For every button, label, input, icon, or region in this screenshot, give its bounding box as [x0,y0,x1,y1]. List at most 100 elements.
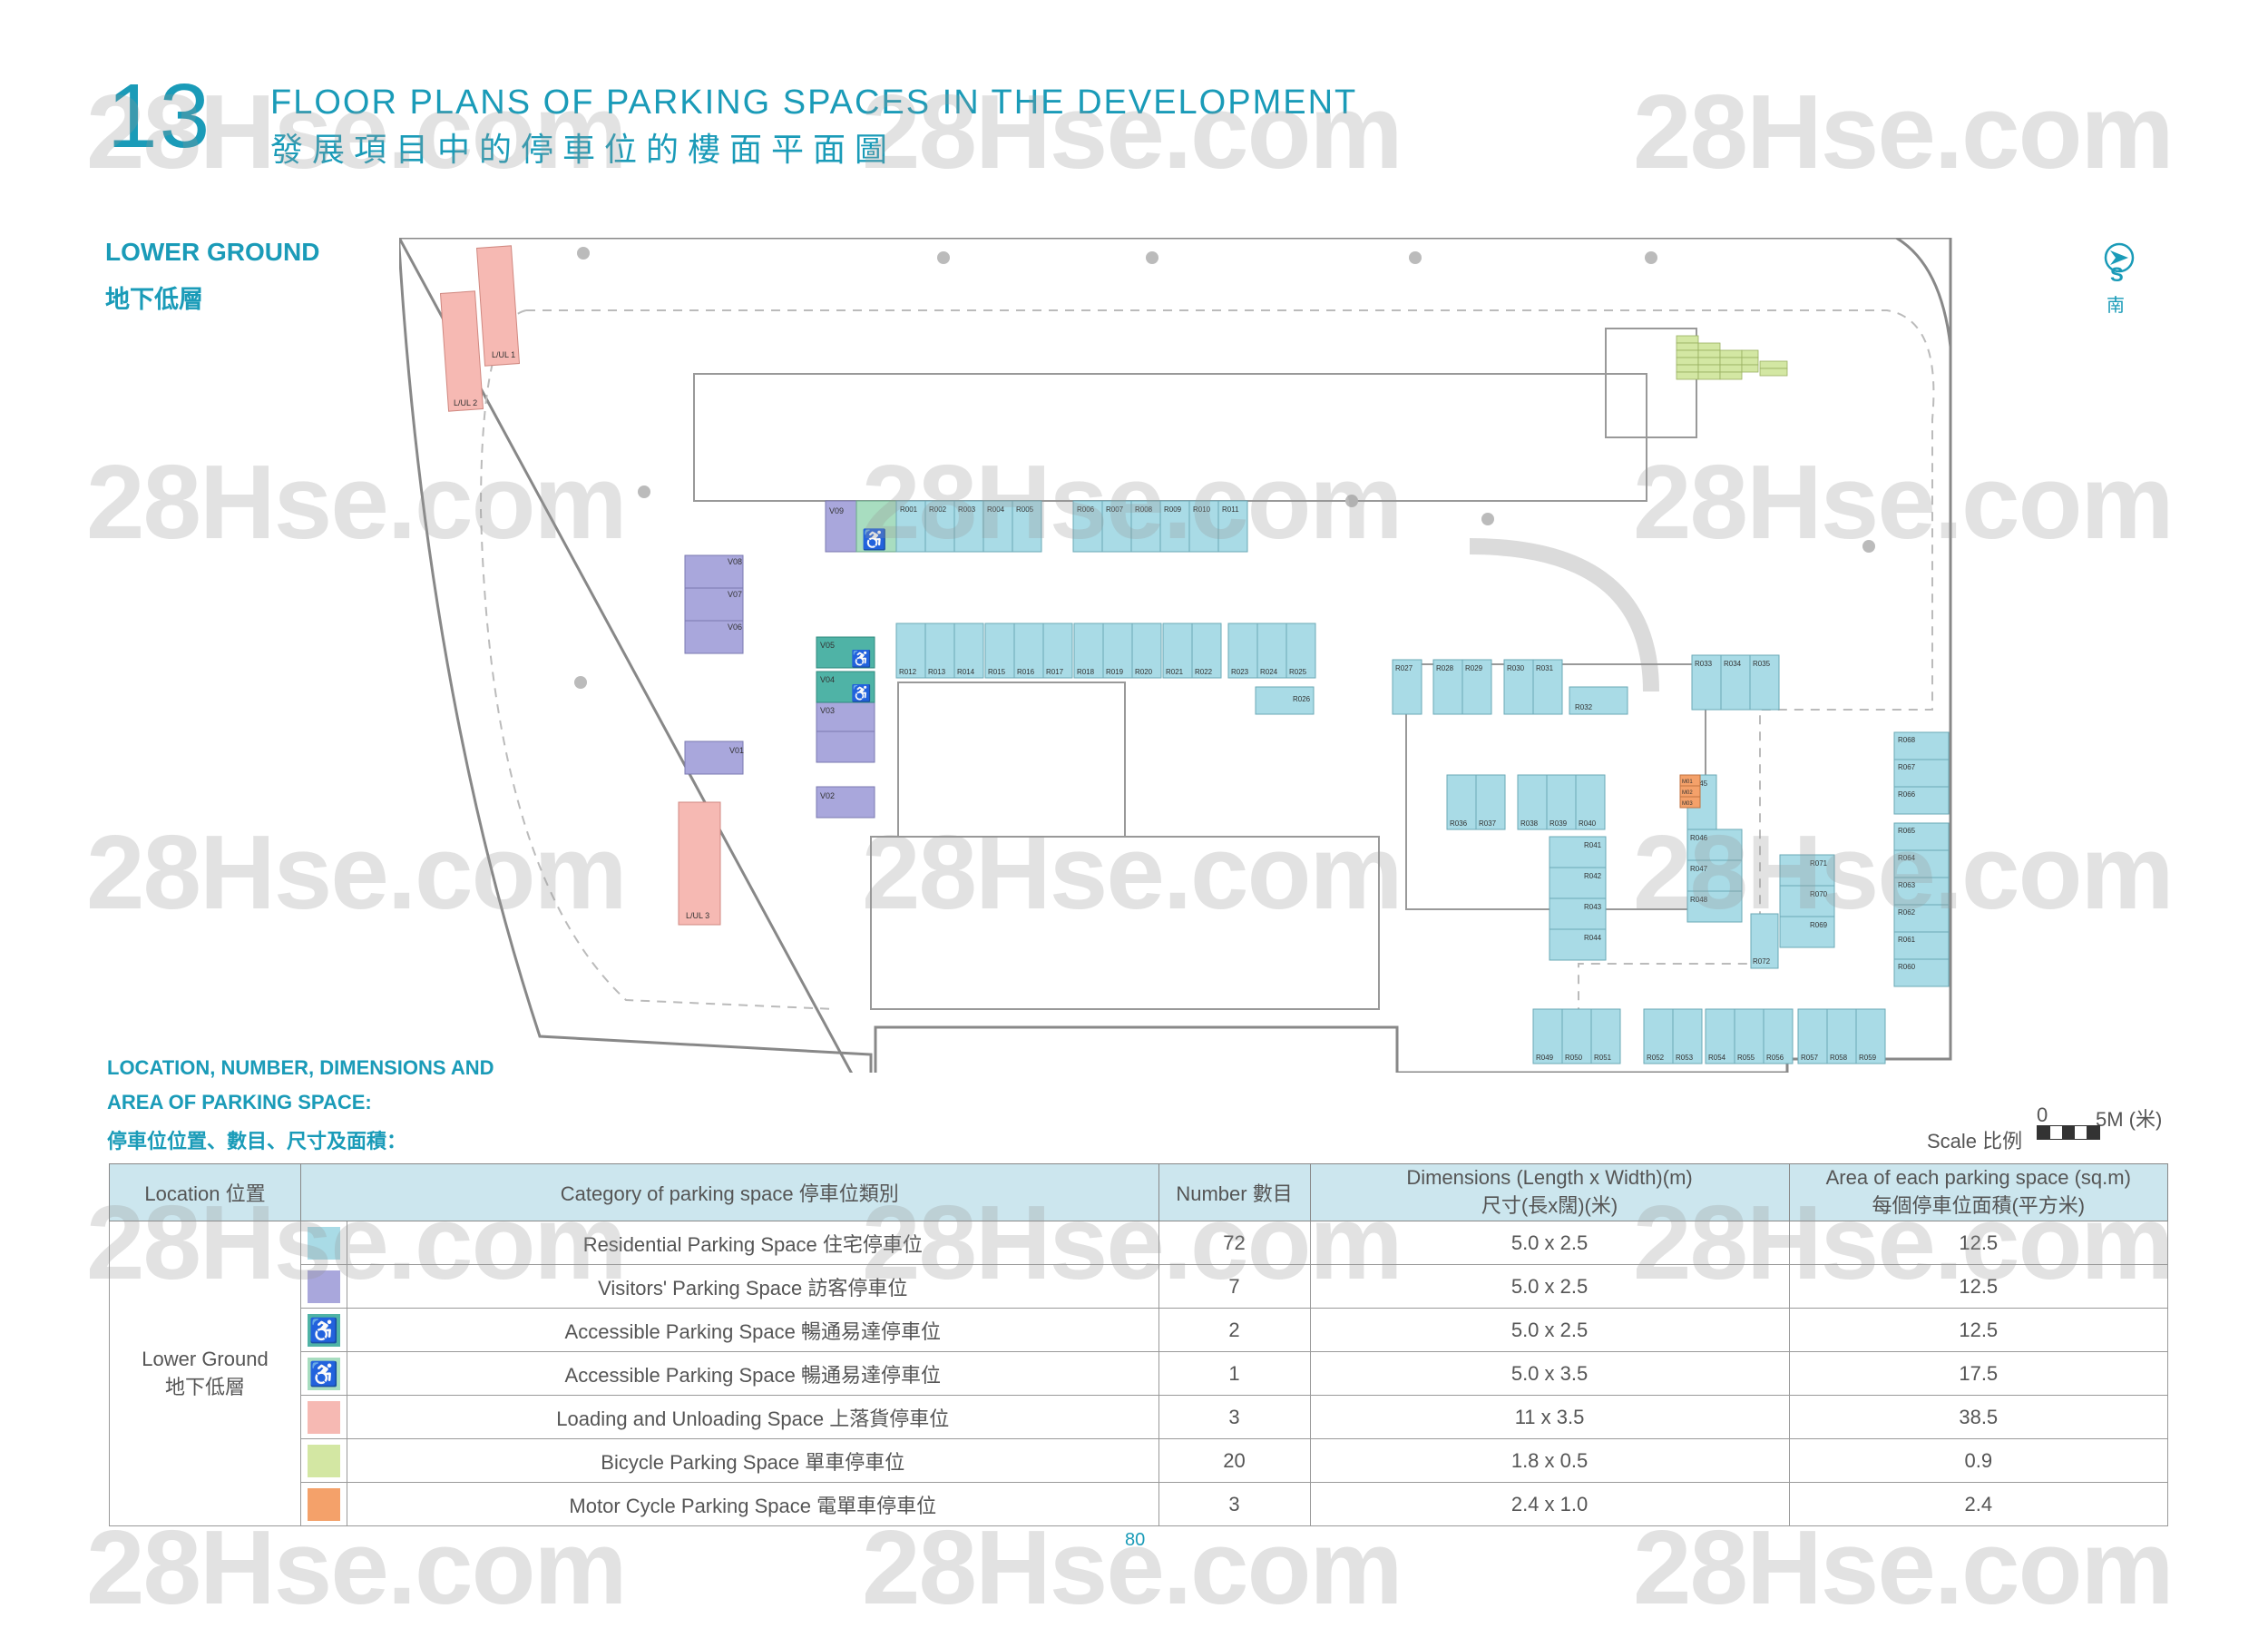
parking-space [1893,931,1950,960]
row-number: 7 [1158,1264,1311,1309]
parking-space [816,731,875,763]
parking-space [1763,1008,1794,1064]
space-label: R062 [1898,908,1916,917]
space-label: R013 [928,668,946,676]
parking-space [1227,623,1258,679]
plan-feature [1645,251,1657,264]
parking-space [1549,928,1607,961]
space-label: R032 [1575,703,1593,711]
row-dimensions: 1.8 x 0.5 [1309,1438,1790,1483]
space-label: R039 [1549,819,1568,828]
space-label: R046 [1690,834,1708,842]
space-label: R004 [987,505,1005,514]
space-label: R014 [957,668,975,676]
row-number: 3 [1158,1395,1311,1439]
space-label: R003 [958,505,976,514]
table-row: Visitors' Parking Space 訪客停車位 7 5.0 x 2.… [110,1264,2169,1309]
space-label: R042 [1584,872,1602,880]
watermark: 28Hse.com [1633,73,2175,191]
space-label: R019 [1106,668,1124,676]
parking-spec-table: Location 位置 Category of parking space 停車… [109,1163,2169,1526]
plan-outline [399,238,1952,1073]
page-title-zh: 發展項目中的停車位的樓面平面圖 [270,131,897,168]
parking-space [1855,1008,1886,1064]
lul-1 [475,245,521,367]
parking-space [1072,500,1103,553]
lul1-label: L/UL 1 [492,350,515,359]
parking-space [1676,335,1699,344]
parking-space [1549,897,1607,930]
space-label: R048 [1690,896,1708,904]
parking-space [684,554,744,589]
parking-space [1475,774,1506,830]
parking-space [1720,654,1751,711]
space-label: V02 [820,791,835,800]
parking-space [1159,500,1190,553]
parking-space [1131,623,1162,679]
parking-space [1893,786,1950,815]
space-label: R034 [1724,660,1742,668]
space-label: M01 [1682,780,1693,785]
loading-swatch [308,1400,340,1434]
space-label: R033 [1695,660,1713,668]
accessible-icon: ♿ [308,1359,339,1388]
row-category: Accessible Parking Space 暢通易達停車位 [347,1351,1159,1396]
parking-space [1392,659,1422,715]
space-label: R040 [1579,819,1597,828]
space-label: V07 [728,590,742,599]
row-number: 1 [1158,1351,1311,1396]
row-area: 12.5 [1788,1264,2169,1309]
space-label: R006 [1077,505,1095,514]
parking-space [1893,958,1950,987]
parking-space [895,500,926,553]
space-label: R061 [1898,936,1916,944]
south-block [870,836,1380,1010]
parking-space [1217,500,1248,553]
parking-space [1546,774,1577,830]
space-label: R044 [1584,934,1602,942]
scale-bar [2037,1125,2100,1140]
space-label: R031 [1536,664,1554,672]
parking-space [1590,1008,1621,1064]
row-dimensions: 5.0 x 2.5 [1309,1221,1790,1265]
plan-boundary-curve [1895,238,1952,348]
parking-space [1012,500,1042,553]
parking-space [816,786,875,819]
space-label: V05 [820,641,835,650]
space-label: R005 [1016,505,1034,514]
parking-space [1676,342,1699,351]
space-label: R050 [1565,1054,1583,1062]
plan-feature [1481,513,1494,525]
header-number: Number 數目 [1158,1163,1311,1221]
space-label: R065 [1898,827,1916,835]
parking-space [1102,623,1133,679]
parking-space [1013,623,1044,679]
space-label: R027 [1395,664,1413,672]
space-label: R026 [1293,695,1311,703]
parking-space [1719,371,1743,380]
space-label: R035 [1753,660,1771,668]
space-label: R066 [1898,790,1916,799]
space-label: R055 [1737,1054,1755,1062]
parking-space [1779,885,1835,917]
header-location: Location 位置 [109,1163,301,1221]
parking-space [816,636,875,669]
location-zh: 地下低層 [164,1375,245,1398]
parking-space [1741,364,1759,373]
parking-space [1686,859,1743,892]
row-category: Residential Parking Space 住宅停車位 [347,1221,1159,1265]
parking-space [1561,1008,1592,1064]
row-area: 0.9 [1788,1438,2169,1483]
parking-space [684,620,744,654]
parking-space [1643,1008,1674,1064]
space-label: R009 [1164,505,1182,514]
parking-space [1686,890,1743,923]
header-area: Area of each parking space (sq.m) 每個停車位面… [1788,1163,2169,1221]
row-category: Loading and Unloading Space 上落貨停車位 [347,1395,1159,1439]
space-label: R043 [1584,903,1602,911]
core-block-north [693,373,1647,502]
space-label: R008 [1135,505,1153,514]
table-row: Lower Ground 地下低層 Residential Parking Sp… [109,1221,2169,1526]
row-dimensions: 2.4 x 1.0 [1309,1482,1790,1526]
table-row: Motor Cycle Parking Space 電單車停車位 3 2.4 x… [110,1482,2169,1526]
